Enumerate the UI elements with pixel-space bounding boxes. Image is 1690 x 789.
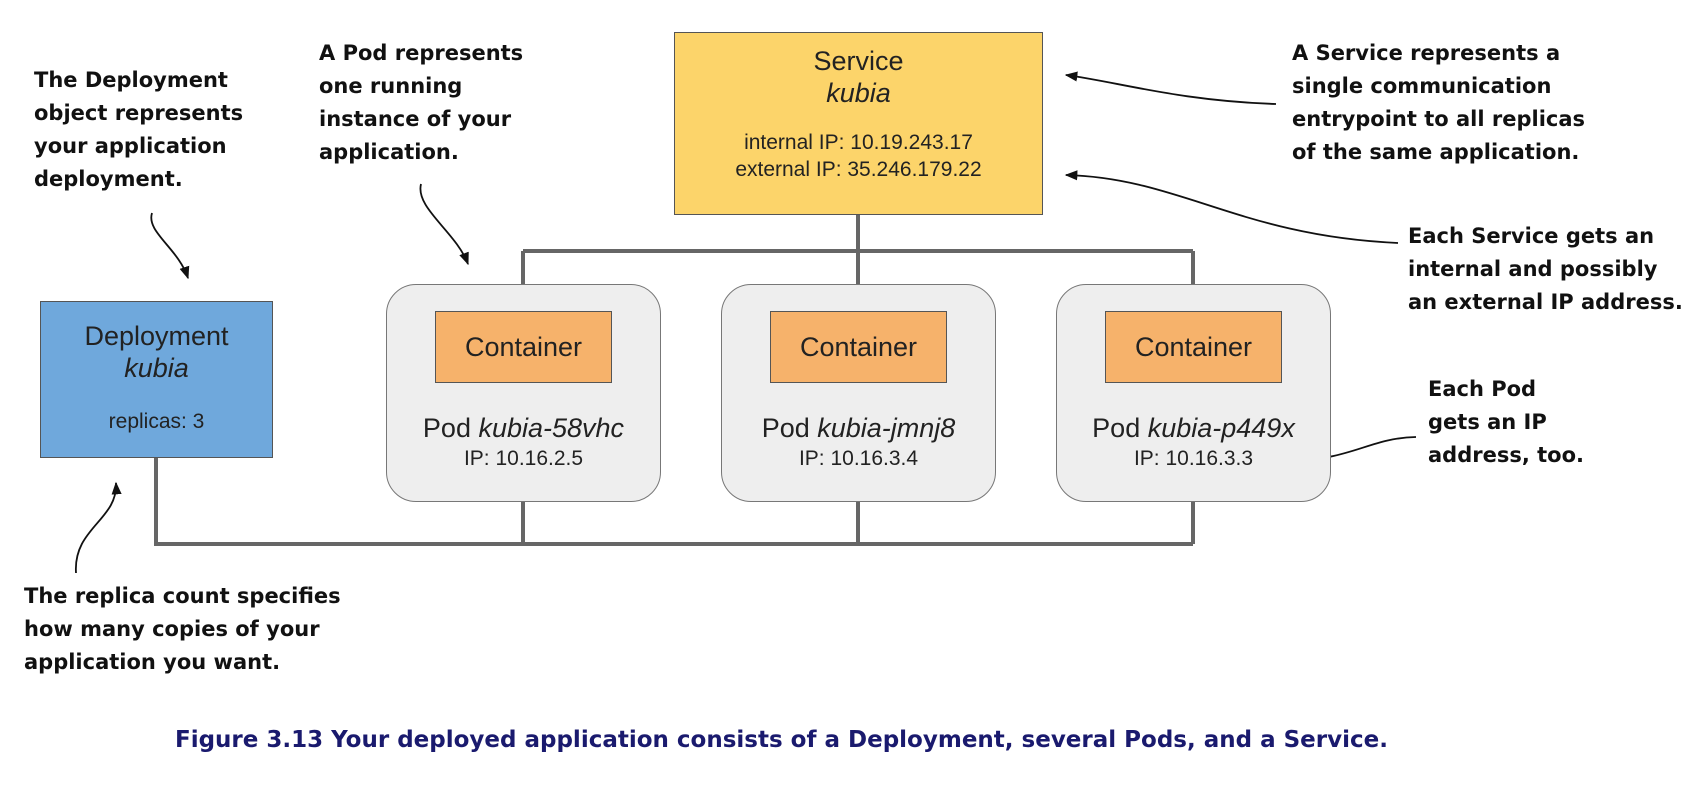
service-note: A Service represents a single communicat… bbox=[1292, 41, 1586, 164]
deployment-title: Deployment bbox=[84, 321, 229, 351]
arrow-service-ip-note bbox=[1064, 170, 1399, 244]
arrow-deployment-note bbox=[150, 212, 190, 280]
service-name: kubia bbox=[826, 78, 891, 108]
pod-ip-note: Each Pod gets an IP address, too. bbox=[1428, 377, 1584, 467]
container-box: Container bbox=[435, 311, 612, 383]
arrow-service-note bbox=[1064, 71, 1277, 105]
pod-note: A Pod represents one running instance of… bbox=[319, 41, 524, 164]
deployment-note: The Deployment object represents your ap… bbox=[34, 68, 244, 191]
deployment-box: Deployment kubia replicas: 3 bbox=[40, 301, 273, 458]
container-box: Container bbox=[1105, 311, 1282, 383]
deployment-replicas: replicas: 3 bbox=[108, 410, 205, 433]
pod-ip: IP: 10.16.3.4 bbox=[798, 447, 919, 470]
pod-ip: IP: 10.16.3.3 bbox=[1133, 447, 1254, 470]
pod-label: Pod kubia-58vhc bbox=[422, 413, 625, 443]
figure-caption: Figure 3.13 Your deployed application co… bbox=[175, 727, 1388, 753]
pod-label: Pod kubia-p449x bbox=[1092, 413, 1295, 443]
pod-box: Container Pod kubia-jmnj8 IP: 10.16.3.4 bbox=[721, 284, 996, 502]
pod-label: Pod kubia-jmnj8 bbox=[761, 413, 956, 443]
pod-box: Container Pod kubia-p449x IP: 10.16.3.3 bbox=[1056, 284, 1331, 502]
service-box: Service kubia internal IP: 10.19.243.17 … bbox=[674, 32, 1043, 215]
service-ip-note: Each Service gets an internal and possib… bbox=[1408, 224, 1683, 314]
service-link-line bbox=[521, 215, 1195, 284]
service-external-ip: external IP: 35.246.179.22 bbox=[735, 158, 982, 181]
arrow-replicas-note bbox=[75, 481, 122, 574]
pod-ip: IP: 10.16.2.5 bbox=[463, 447, 584, 470]
service-title: Service bbox=[813, 46, 904, 76]
pod-box: Container Pod kubia-58vhc IP: 10.16.2.5 bbox=[386, 284, 661, 502]
arrow-pod-note bbox=[419, 183, 469, 266]
service-internal-ip: internal IP: 10.19.243.17 bbox=[744, 131, 973, 154]
container-box: Container bbox=[770, 311, 947, 383]
deployment-name: kubia bbox=[124, 353, 189, 383]
deployment-link-line bbox=[154, 458, 1195, 546]
replicas-note: The replica count specifies how many cop… bbox=[24, 584, 341, 674]
